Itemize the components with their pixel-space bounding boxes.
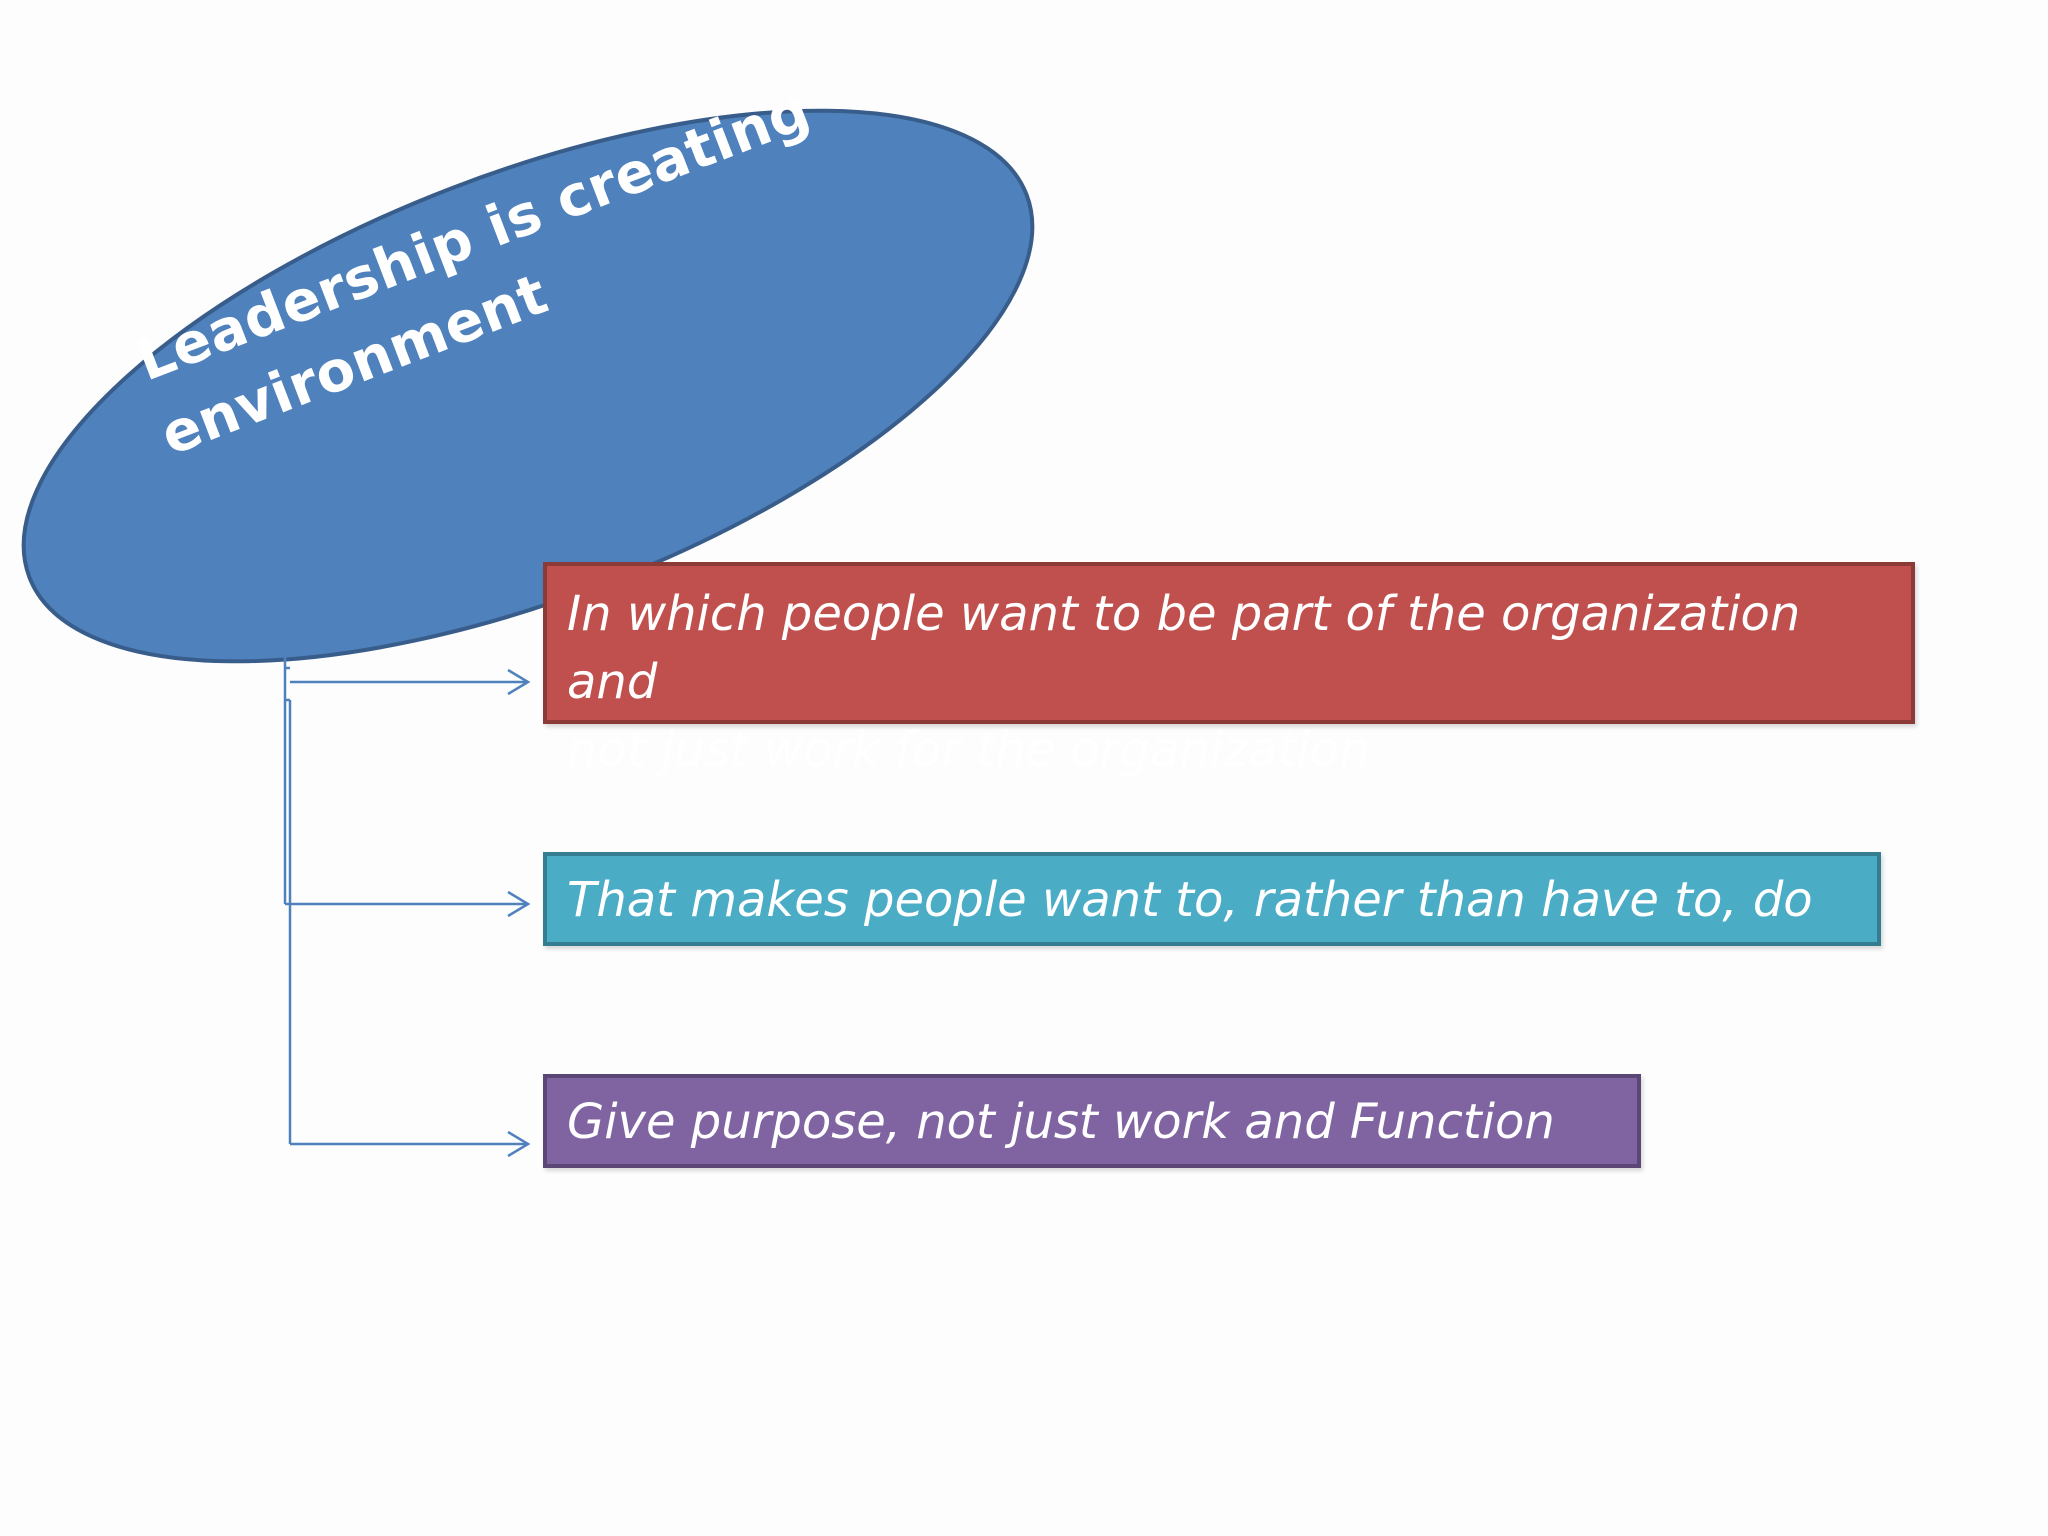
arrowhead-1 <box>507 668 531 696</box>
box-2-text: That makes people want to, rather than h… <box>567 872 1813 928</box>
box-1-line-1: In which people want to be part of the o… <box>567 586 1801 710</box>
box-3-text: Give purpose, not just work and Function <box>567 1094 1555 1150</box>
arrowhead-2 <box>507 890 531 918</box>
box-give-purpose: Give purpose, not just work and Function <box>543 1074 1641 1168</box>
box-part-of-organization: In which people want to be part of the o… <box>543 562 1915 778</box>
box-want-to-do: That makes people want to, rather than h… <box>543 852 1881 946</box>
box-1-line-2: not just work for the organization <box>567 722 1370 778</box>
arrowhead-3 <box>507 1130 531 1158</box>
